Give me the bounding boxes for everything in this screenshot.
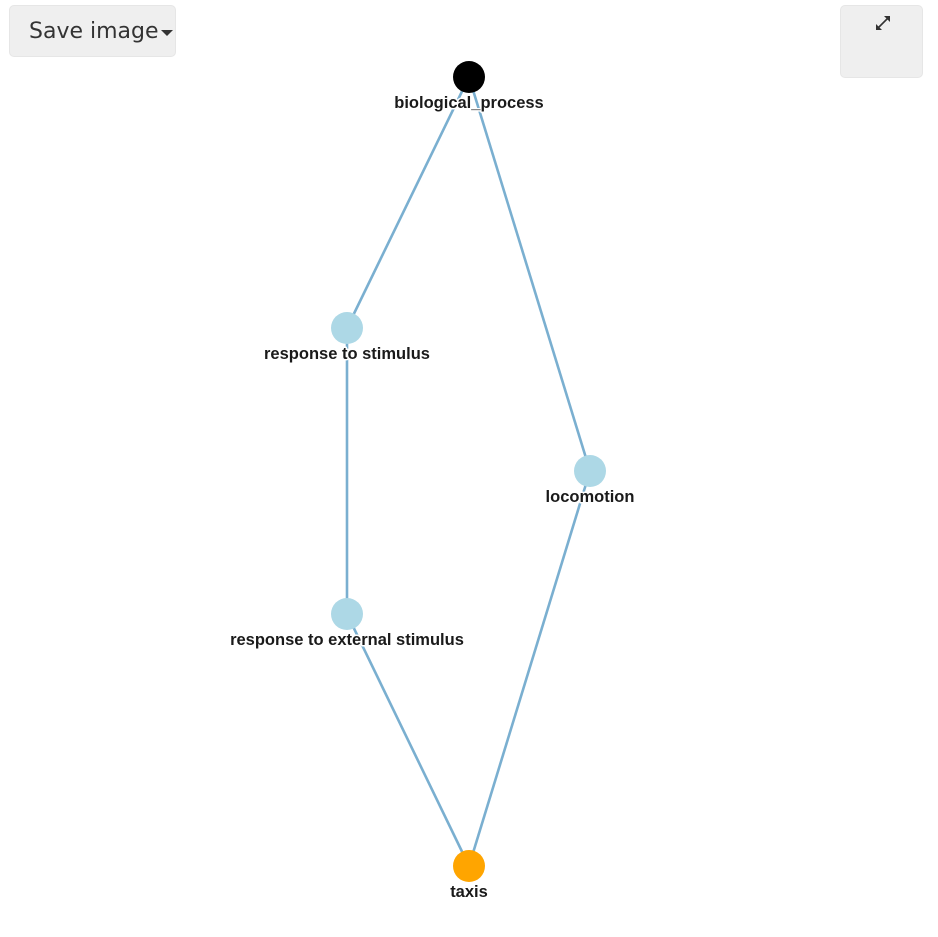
- node-response_to_external_stimulus[interactable]: response to external stimulus: [229, 598, 465, 651]
- node-circle-locomotion[interactable]: [574, 455, 606, 487]
- expand-icon: [876, 16, 890, 30]
- node-label-response_to_stimulus: response to stimulus: [264, 345, 430, 363]
- edge-response_to_external_stimulus-to-taxis: [345, 613, 471, 867]
- node-response_to_stimulus[interactable]: response to stimulus: [263, 312, 431, 365]
- save-image-label: Save image: [29, 18, 159, 44]
- save-image-button[interactable]: Save image: [9, 5, 176, 57]
- caret-down-icon: [160, 29, 173, 36]
- node-circle-taxis[interactable]: [453, 850, 485, 882]
- node-circle-biological_process[interactable]: [453, 61, 485, 93]
- node-circle-response_to_stimulus[interactable]: [331, 312, 363, 344]
- node-locomotion[interactable]: locomotion: [544, 455, 636, 508]
- node-label-locomotion: locomotion: [546, 488, 635, 506]
- edge-biological_process-to-locomotion: [467, 76, 592, 472]
- node-label-taxis: taxis: [450, 883, 488, 901]
- node-biological_process[interactable]: biological_process: [393, 61, 545, 114]
- node-label-biological_process: biological_process: [394, 94, 543, 112]
- graph-nodes: biological_process response to stimulus lo…: [229, 61, 636, 903]
- node-label-response_to_external_stimulus: response to external stimulus: [230, 631, 464, 649]
- graph-edges: [345, 76, 592, 867]
- edge-biological_process-to-response_to_stimulus: [345, 76, 471, 329]
- edge-locomotion-to-taxis: [467, 470, 592, 867]
- fullscreen-button[interactable]: [840, 5, 923, 78]
- node-circle-response_to_external_stimulus[interactable]: [331, 598, 363, 630]
- node-taxis[interactable]: taxis: [449, 850, 489, 903]
